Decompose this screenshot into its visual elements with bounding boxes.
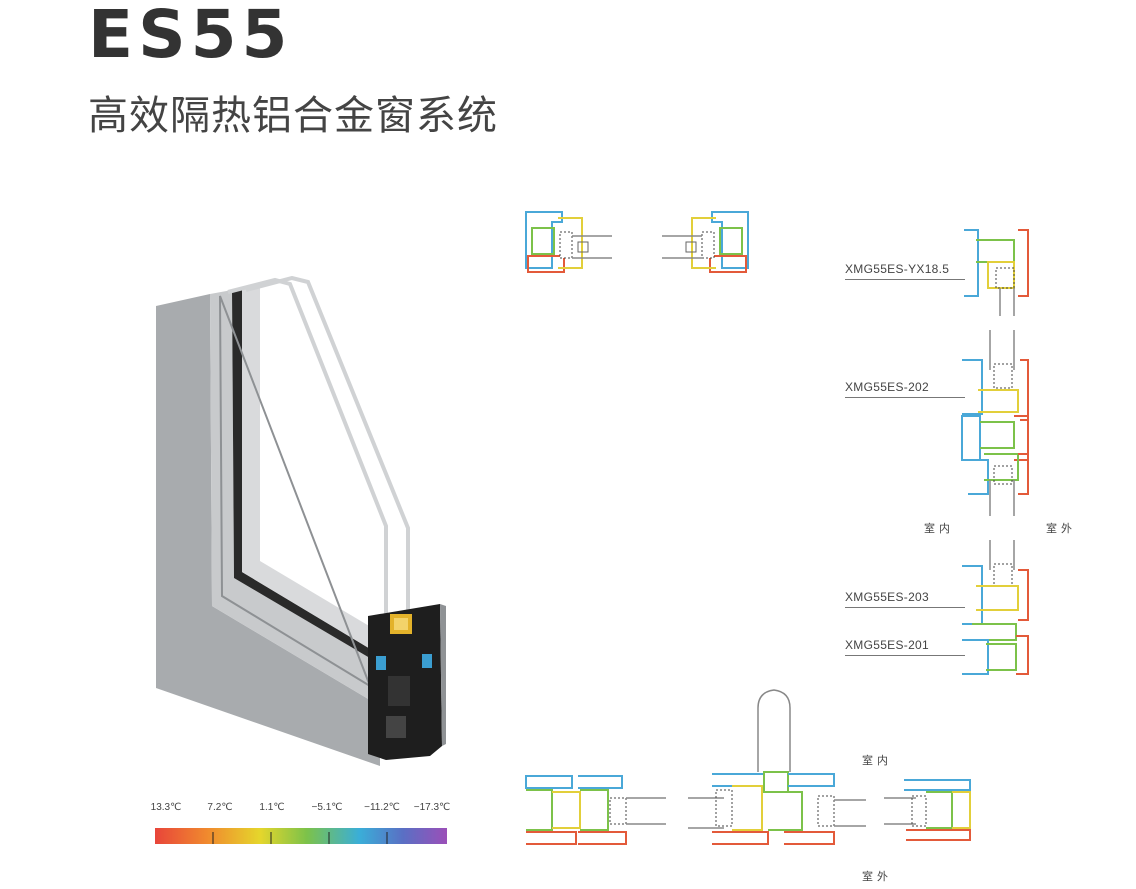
section-drawing-bottom-center bbox=[688, 689, 866, 845]
section-drawing-bottom-right bbox=[884, 779, 971, 841]
temp-label: −17.3℃ bbox=[413, 802, 451, 813]
temperature-scale-labels: 13.3℃ 7.2℃ 1.1℃ −5.1℃ −11.2℃ −17.3℃ bbox=[150, 802, 452, 816]
temp-label: 13.3℃ bbox=[150, 802, 182, 813]
temp-label: −5.1℃ bbox=[311, 802, 343, 813]
section-drawing-bottom-left bbox=[525, 775, 666, 845]
callout-202: XMG55ES-202 bbox=[845, 380, 930, 394]
section-drawing-202 bbox=[961, 330, 1029, 516]
section-drawing-yx185 bbox=[964, 229, 1029, 316]
page-subtitle: 高效隔热铝合金窗系统 bbox=[88, 93, 498, 139]
callout-line-203 bbox=[845, 607, 965, 608]
temp-label: −11.2℃ bbox=[364, 802, 400, 813]
section-drawing-top-right bbox=[662, 211, 749, 273]
callout-201: XMG55ES-201 bbox=[845, 638, 930, 652]
callout-line-201 bbox=[845, 655, 965, 656]
outdoor-label-upper: 室外 bbox=[1046, 522, 1076, 535]
temp-label: 7.2℃ bbox=[207, 802, 233, 813]
section-drawing-top-left bbox=[525, 211, 612, 273]
section-drawing-203-201 bbox=[962, 540, 1029, 675]
temperature-gradient-bar bbox=[155, 828, 447, 844]
outdoor-label-lower: 室外 bbox=[862, 870, 892, 883]
temp-label: 1.1℃ bbox=[259, 802, 285, 813]
callout-line-202 bbox=[845, 397, 965, 398]
page-title: ES55 bbox=[88, 0, 293, 73]
window-corner-3d-illustration bbox=[156, 276, 446, 766]
indoor-label-lower: 室内 bbox=[862, 754, 892, 767]
callout-line-yx185 bbox=[845, 279, 965, 280]
callout-yx185: XMG55ES-YX18.5 bbox=[845, 262, 950, 276]
callout-203: XMG55ES-203 bbox=[845, 590, 930, 604]
indoor-label-upper: 室内 bbox=[924, 522, 954, 535]
